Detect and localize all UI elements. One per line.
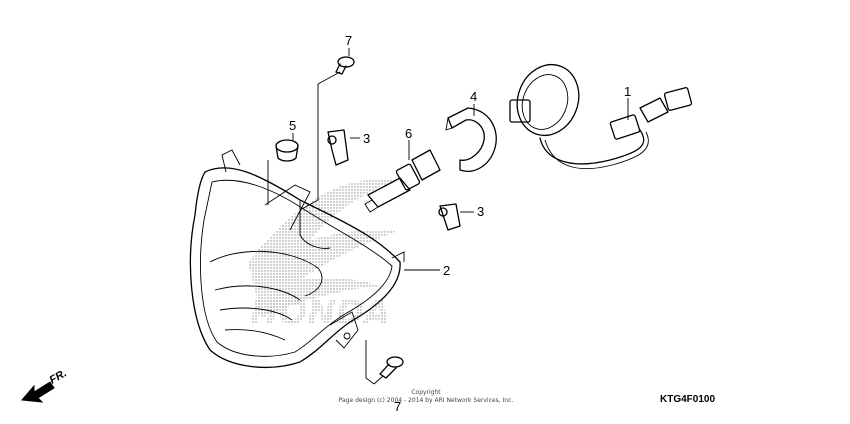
headlight-housing-part-2 [189,149,405,368]
wire-harness-part-1 [509,63,693,169]
callout-part-4: 4 [470,89,477,104]
leader-lines [267,48,629,385]
callout-part-2: 2 [443,263,450,278]
copyright-line-2: Page design (c) 2004 - 2014 by ARI Netwo… [339,397,514,404]
socket-retainer-part-4 [445,107,497,172]
callout-part-3-lower: 3 [477,204,484,219]
callout-part-6: 6 [405,126,412,141]
screw-part-7-bottom [373,356,404,385]
screw-part-7-top [317,56,355,85]
grommet-part-5 [275,139,299,162]
headlight-bulb-part-6 [364,149,441,213]
diagram-code: KTG4F0100 [660,394,715,405]
callout-part-3-upper: 3 [363,131,370,146]
callout-part-5: 5 [289,118,296,133]
front-direction-label: FR. [48,367,69,386]
copyright-line-1: Copyright [411,389,441,396]
honda-watermark-text: HONDA [250,293,390,333]
callout-part-1: 1 [624,84,631,99]
honda-wing-watermark: HONDA [248,179,400,333]
clip-nut-part-3-lower [438,203,461,231]
callout-part-7-bottom: 7 [394,399,401,414]
callout-part-7-top: 7 [345,33,352,48]
front-direction-arrow: FR. [20,367,69,403]
clip-nut-part-3-upper [327,129,349,166]
